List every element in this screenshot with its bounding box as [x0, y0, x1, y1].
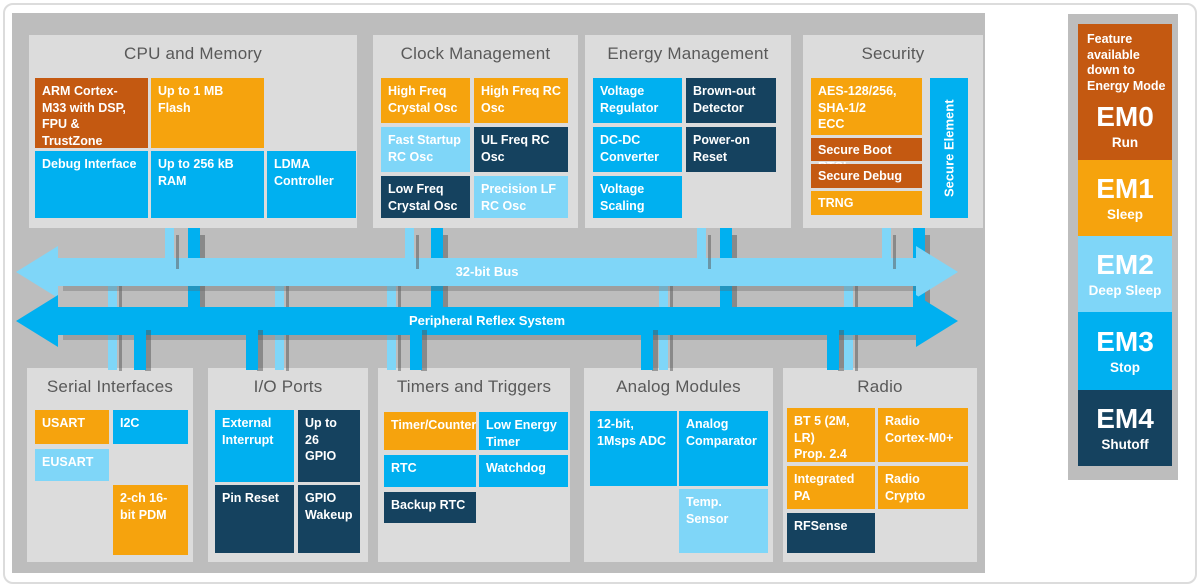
block-power-on-reset: Power-on Reset	[686, 127, 776, 172]
bus-connector	[405, 228, 414, 268]
section-title: Timers and Triggers	[396, 377, 552, 396]
legend-em3: EM3 Stop	[1078, 312, 1172, 390]
section-analog-modules: Analog Modules 12-bit, 1Msps ADC Analog …	[584, 368, 773, 562]
legend-em0: Feature available down to Energy Mode EM…	[1078, 24, 1172, 160]
bus-32bit-label: 32-bit Bus	[455, 264, 519, 279]
bus-prs-arrowhead-right	[916, 295, 958, 347]
block-hf-crystal-osc: High Freq Crystal Osc	[381, 78, 470, 123]
legend-em1: EM1 Sleep	[1078, 160, 1172, 236]
section-title: Radio	[857, 377, 903, 396]
block-radio-cortex-m0: Radio Cortex-M0+	[878, 408, 968, 462]
block-rtc: RTC	[384, 455, 476, 487]
block-pin-reset: Pin Reset	[215, 485, 294, 553]
block-backup-rtc: Backup RTC	[384, 492, 476, 523]
bus-prs-label: Peripheral Reflex System	[408, 313, 566, 328]
block-low-energy-timer: Low Energy Timer	[479, 412, 568, 450]
bus-connector	[165, 228, 174, 268]
block-flash: Up to 1 MB Flash	[151, 78, 264, 148]
block-pdm: 2-ch 16-bit PDM	[113, 485, 188, 555]
em4-name: EM4	[1096, 402, 1154, 434]
bus-32bit	[58, 258, 916, 286]
block-rfsense: RFSense	[787, 513, 875, 553]
section-energy-management: Energy Management Voltage Regulator Brow…	[585, 35, 791, 228]
section-timers-and-triggers: Timers and Triggers Timer/Counter Low En…	[378, 368, 570, 562]
bus-connector	[246, 323, 258, 370]
block-usart: USART	[35, 410, 109, 444]
em3-name: EM3	[1096, 325, 1154, 357]
block-radio-crypto: Radio Crypto	[878, 466, 968, 509]
block-lf-crystal-osc: Low Freq Crystal Osc	[381, 176, 470, 218]
block-aes-sha-ecc: AES-128/256, SHA-1/2 ECC	[811, 78, 922, 135]
em4-label: Shutoff	[1101, 436, 1149, 452]
section-title: Security	[861, 44, 925, 63]
em0-label: Run	[1111, 135, 1139, 150]
section-title: Energy Management	[607, 44, 769, 63]
block-i2c: I2C	[113, 410, 188, 444]
block-adc: 12-bit, 1Msps ADC	[590, 411, 677, 486]
block-gpio: Up to 26 GPIO	[298, 410, 360, 482]
em2-name: EM2	[1096, 248, 1154, 280]
bus-connector	[697, 228, 706, 268]
block-brown-out-detector: Brown-out Detector	[686, 78, 776, 123]
bus-32bit-arrowhead-right	[916, 246, 958, 298]
em0-name: EM0	[1096, 101, 1154, 132]
block-watchdog: Watchdog	[479, 455, 568, 487]
block-gpio-wakeup: GPIO Wakeup	[298, 485, 360, 553]
block-eusart: EUSART	[35, 449, 109, 481]
block-dcdc-converter: DC-DC Converter	[593, 127, 682, 172]
block-temp-sensor: Temp. Sensor	[679, 489, 768, 553]
block-hf-rc-osc: High Freq RC Osc	[474, 78, 568, 123]
block-diagram-panel: CPU and Memory ARM Cortex-M33 with DSP, …	[12, 13, 985, 573]
bus-connector	[410, 323, 422, 370]
legend-em4: EM4 Shutoff	[1078, 390, 1172, 466]
bus-connector	[134, 323, 146, 370]
energy-mode-legend: Feature available down to Energy Mode EM…	[1068, 14, 1178, 480]
block-timer-counter: Timer/Counter	[384, 412, 476, 450]
block-secure-boot-rtsl: Secure Boot RTSL	[811, 138, 922, 174]
block-analog-comparator: Analog Comparator	[679, 411, 768, 486]
section-title: Analog Modules	[616, 377, 741, 396]
block-trng: TRNG	[811, 191, 922, 215]
block-voltage-scaling: Voltage Scaling	[593, 176, 682, 218]
section-serial-interfaces: Serial Interfaces USART I2C EUSART 2-ch …	[27, 368, 193, 562]
block-arm-cortex-m33: ARM Cortex-M33 with DSP, FPU & TrustZone	[35, 78, 148, 148]
em3-label: Stop	[1110, 359, 1140, 375]
em2-label: Deep Sleep	[1088, 282, 1162, 298]
bus-prs	[58, 307, 916, 335]
section-cpu-and-memory: CPU and Memory ARM Cortex-M33 with DSP, …	[29, 35, 357, 228]
block-ldma-controller: LDMA Controller	[267, 151, 356, 218]
section-radio: Radio BT 5 (2M, LR) Prop. 2.4 GHz Radio …	[783, 368, 977, 562]
block-ul-freq-rc-osc: UL Freq RC Osc	[474, 127, 568, 172]
legend-em2: EM2 Deep Sleep	[1078, 236, 1172, 312]
section-security: Security AES-128/256, SHA-1/2 ECC Secure…	[803, 35, 983, 228]
section-title: Clock Management	[400, 44, 551, 63]
block-fast-startup-rc-osc: Fast Startup RC Osc	[381, 127, 470, 172]
block-voltage-regulator: Voltage Regulator	[593, 78, 682, 123]
page-border	[3, 3, 1197, 584]
section-title: CPU and Memory	[124, 44, 262, 63]
section-title: Serial Interfaces	[46, 377, 174, 396]
bus-connector	[827, 323, 839, 370]
block-bt5: BT 5 (2M, LR) Prop. 2.4 GHz	[787, 408, 875, 478]
bus-prs-arrowhead-left	[16, 295, 58, 347]
legend-heading: Feature available down to Energy Mode	[1087, 32, 1166, 93]
block-external-interrupt: External Interrupt	[215, 410, 294, 482]
section-title: I/O Ports	[253, 377, 323, 396]
section-clock-management: Clock Management High Freq Crystal Osc H…	[373, 35, 578, 228]
em1-label: Sleep	[1106, 206, 1144, 222]
bus-connector	[641, 323, 653, 370]
section-io-ports: I/O Ports External Interrupt Up to 26 GP…	[208, 368, 368, 562]
em1-name: EM1	[1096, 172, 1154, 204]
block-secure-element: Secure Element	[930, 78, 968, 218]
bus-32bit-arrowhead-left	[16, 246, 58, 298]
block-integrated-pa: Integrated PA	[787, 466, 875, 509]
block-debug-interface: Debug Interface	[35, 151, 148, 218]
block-secure-debug: Secure Debug	[811, 164, 922, 188]
block-precision-lf-rc-osc: Precision LF RC Osc	[474, 176, 568, 218]
bus-connector	[882, 228, 891, 268]
block-ram: Up to 256 kB RAM	[151, 151, 264, 218]
